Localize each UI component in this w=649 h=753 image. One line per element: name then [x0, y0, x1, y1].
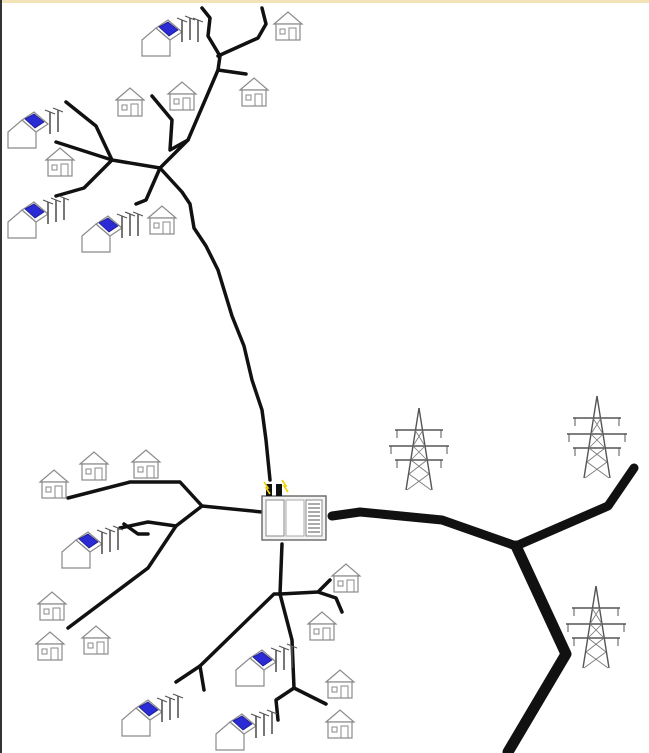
house-icon — [131, 449, 161, 479]
house-icon — [273, 11, 303, 41]
wind-turbine-icon — [278, 645, 290, 671]
wind-turbine-icon — [266, 709, 278, 735]
house-icon — [45, 147, 75, 177]
solar-house-icon — [81, 215, 123, 253]
house-icon — [37, 591, 67, 621]
solar-house-icon — [61, 531, 103, 569]
house-icon — [79, 451, 109, 481]
wind-turbine-icon — [192, 17, 204, 43]
house-icon — [239, 77, 269, 107]
wind-turbine-icon — [50, 197, 62, 223]
solar-house-icon — [121, 699, 163, 737]
top-border — [0, 0, 649, 3]
wind-turbine-icon — [104, 527, 116, 553]
wind-turbine-icon — [52, 107, 64, 133]
solar-house-icon — [215, 713, 257, 751]
solar-house-icon — [7, 201, 49, 239]
wind-turbine-icon — [286, 643, 298, 669]
wind-turbine-icon — [164, 695, 176, 721]
house-icon — [325, 709, 355, 739]
wind-turbine-icon — [112, 525, 124, 551]
wind-turbine-icon — [58, 195, 70, 221]
wind-turbine-icon — [258, 711, 270, 737]
house-icon — [35, 631, 65, 661]
substation-icon — [261, 479, 327, 541]
house-icon — [331, 563, 361, 593]
house-icon — [307, 611, 337, 641]
distribution-lines — [54, 6, 344, 722]
transmission-pylon-icon — [388, 395, 628, 669]
house-icon — [81, 625, 111, 655]
solar-house-icon — [235, 649, 277, 687]
house-icon — [325, 669, 355, 699]
house-icon — [115, 87, 145, 117]
house-icon — [147, 205, 177, 235]
house-icon — [167, 81, 197, 111]
wind-turbine-icon — [124, 211, 136, 237]
house-icon — [39, 469, 69, 499]
left-border — [0, 0, 2, 753]
wind-turbine-icon — [172, 693, 184, 719]
solar-house-icon — [141, 19, 183, 57]
solar-house-icon — [7, 111, 49, 149]
wind-turbine-icon — [184, 15, 196, 41]
high-voltage-lines — [327, 463, 639, 753]
